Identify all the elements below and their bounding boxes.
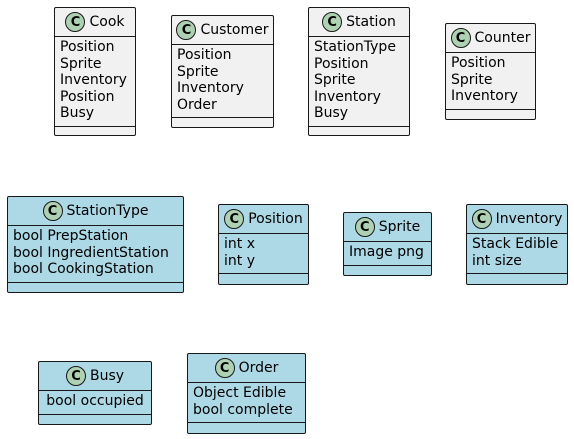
class-fields: int x int y <box>219 234 308 274</box>
class-name: Customer <box>200 22 269 38</box>
class-field: bool CookingStation <box>13 261 154 277</box>
class-stationtype: C StationType bool PrepStation bool Ingr… <box>7 196 184 293</box>
class-field: bool occupied <box>46 393 144 409</box>
class-header: C StationType <box>8 197 183 226</box>
class-fields: Position Sprite Inventory Position Busy <box>55 37 135 127</box>
class-counter: C Counter Position Sprite Inventory <box>445 23 536 120</box>
class-field: Position <box>60 39 115 55</box>
class-icon: C <box>322 12 343 32</box>
class-position: C Position int x int y <box>218 204 309 285</box>
class-field: Object Edible <box>193 385 287 401</box>
class-icon: C <box>450 28 471 48</box>
class-busy: C Busy bool occupied <box>38 361 152 425</box>
class-fields: Position Sprite Inventory Order <box>172 45 273 118</box>
class-field: bool complete <box>193 401 293 418</box>
class-name: StationType <box>66 203 149 219</box>
class-cook: C Cook Position Sprite Inventory Positio… <box>54 7 136 136</box>
class-name: Order <box>238 360 279 376</box>
class-field: int y <box>224 252 255 269</box>
class-field: bool IngredientStation <box>13 244 169 261</box>
class-icon: C <box>65 12 86 32</box>
class-methods <box>344 266 431 273</box>
class-methods <box>467 274 567 281</box>
class-methods <box>188 423 305 430</box>
class-methods <box>172 118 273 125</box>
class-methods <box>309 127 409 134</box>
class-header: C Inventory <box>467 205 567 234</box>
class-name: Counter <box>474 30 531 46</box>
class-field: Image png <box>349 244 424 260</box>
class-header: C Position <box>219 205 308 234</box>
class-field: Position <box>177 47 232 63</box>
class-header: C Cook <box>55 8 135 37</box>
class-field: Order <box>177 96 217 113</box>
class-name: Sprite <box>378 219 421 235</box>
class-field: Position <box>451 55 506 71</box>
class-header: C Station <box>309 8 409 37</box>
class-field: Busy <box>60 105 95 121</box>
class-name: Station <box>346 14 396 30</box>
class-field: Inventory <box>60 72 127 88</box>
class-icon: C <box>65 366 86 386</box>
class-methods <box>55 127 135 134</box>
class-field: Position <box>314 55 369 72</box>
class-methods <box>39 415 151 422</box>
class-icon: C <box>214 358 235 378</box>
class-icon: C <box>224 209 245 229</box>
class-field: Sprite <box>451 71 493 88</box>
class-icon: C <box>42 201 63 221</box>
class-methods <box>446 110 535 117</box>
class-field: int x <box>224 236 255 252</box>
class-fields: Image png <box>344 242 431 266</box>
class-fields: bool PrepStation bool IngredientStation … <box>8 226 183 283</box>
class-icon: C <box>471 209 492 229</box>
class-header: C Customer <box>172 16 273 45</box>
class-icon: C <box>354 217 375 237</box>
class-field: Sprite <box>177 63 219 80</box>
class-field: bool PrepStation <box>13 228 129 244</box>
class-header: C Busy <box>39 362 151 391</box>
class-fields: Position Sprite Inventory <box>446 53 535 110</box>
class-order: C Order Object Edible bool complete <box>187 353 306 434</box>
class-field: Stack Edible <box>472 236 559 252</box>
class-header: C Sprite <box>344 213 431 242</box>
class-field: Busy <box>314 105 349 121</box>
class-name: Position <box>248 211 303 227</box>
class-field: Position <box>60 88 115 105</box>
class-methods <box>8 283 183 290</box>
class-name: Busy <box>89 368 125 384</box>
class-methods <box>219 274 308 281</box>
class-name: Inventory <box>495 211 563 227</box>
class-name: Cook <box>89 14 125 30</box>
class-station: C Station StationType Position Sprite In… <box>308 7 410 136</box>
class-icon: C <box>176 20 197 40</box>
class-field: StationType <box>314 39 396 55</box>
class-header: C Counter <box>446 24 535 53</box>
class-field: int size <box>472 252 522 269</box>
class-customer: C Customer Position Sprite Inventory Ord… <box>171 15 274 128</box>
class-fields: StationType Position Sprite Inventory Bu… <box>309 37 409 127</box>
class-field: Sprite <box>60 55 102 72</box>
class-field: Inventory <box>314 88 381 105</box>
class-field: Inventory <box>451 88 518 104</box>
class-fields: Object Edible bool complete <box>188 383 305 423</box>
class-inventory: C Inventory Stack Edible int size <box>466 204 568 285</box>
class-field: Inventory <box>177 80 244 96</box>
class-fields: bool occupied <box>39 391 151 415</box>
class-sprite: C Sprite Image png <box>343 212 432 276</box>
class-field: Sprite <box>314 72 356 88</box>
class-header: C Order <box>188 354 305 383</box>
class-fields: Stack Edible int size <box>467 234 567 274</box>
